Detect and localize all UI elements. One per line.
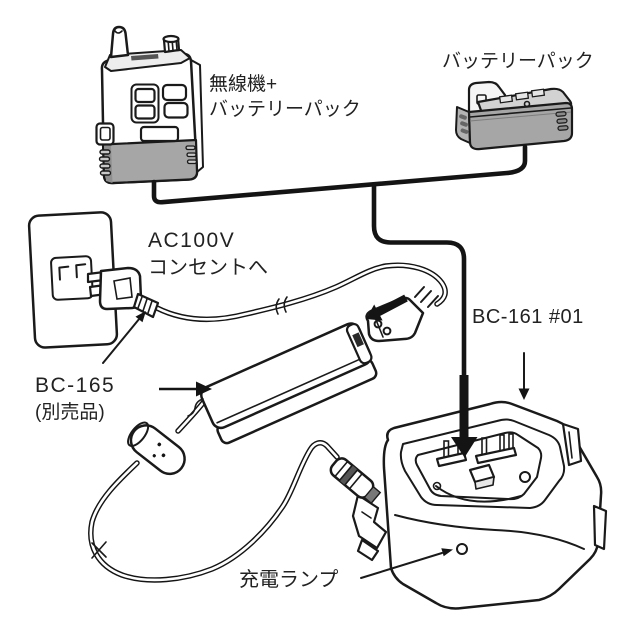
radio-illustration [95, 25, 204, 185]
ac-plug [86, 266, 160, 319]
ferrite-bead [127, 421, 186, 476]
charge-lamp-arrow [360, 548, 453, 579]
ac-power-cord [154, 262, 448, 323]
radio-label: 無線機+ バッテリーパック [209, 72, 361, 122]
ac-adapter-illustration [200, 322, 378, 445]
ptt-button [95, 122, 115, 146]
cable-cross-mark [91, 541, 107, 559]
bc165-right-arrow [159, 381, 212, 397]
adapter-cord-relief [187, 398, 204, 417]
cord-break-mark [275, 296, 288, 315]
outlet-slot-right [75, 263, 87, 279]
radio-button [134, 87, 156, 104]
bc161-label: BC-161 #01 [472, 306, 584, 328]
charger-contact-rail [474, 446, 518, 465]
insertion-arrow [366, 294, 408, 321]
battery-pack-illustration [455, 80, 574, 151]
outlet-label: AC100V コンセントへ [148, 227, 268, 281]
charger-input-arrowhead [451, 437, 478, 458]
connector-lines [151, 144, 528, 458]
radio-button [161, 83, 188, 102]
plug-neck [132, 292, 160, 319]
antenna [109, 25, 130, 59]
outlet-slot-left [58, 265, 70, 281]
charge-lamp-led [456, 543, 468, 555]
bc165-label-line2: (別売品) [35, 401, 105, 423]
radio-label-line2: バッテリーパック [209, 99, 361, 121]
charger-top-platform [399, 418, 566, 509]
adapter-ac-inlet [352, 332, 364, 348]
bc165-label-line1: BC-165 [35, 374, 116, 397]
radio-button [163, 101, 189, 119]
radio-battery-section [101, 138, 199, 185]
charger-illustration [382, 400, 608, 610]
dc-plug [329, 457, 388, 562]
radio-knob [162, 34, 181, 54]
bc165-plug-arrow [102, 311, 146, 364]
outlet-label-line2: コンセントへ [148, 256, 268, 279]
charge-lamp-label: 充電ランプ [239, 569, 339, 591]
radio-label-line1: 無線機+ [209, 74, 278, 95]
outlet-label-line1: AC100V [148, 229, 236, 252]
bc161-pointer-arrow [518, 352, 530, 400]
charger-contact-rail [435, 451, 468, 468]
bc165-label: BC-165 (別売品) [35, 372, 115, 425]
radio-button [134, 104, 156, 120]
battery-pack-label: バッテリーパック [442, 51, 594, 72]
